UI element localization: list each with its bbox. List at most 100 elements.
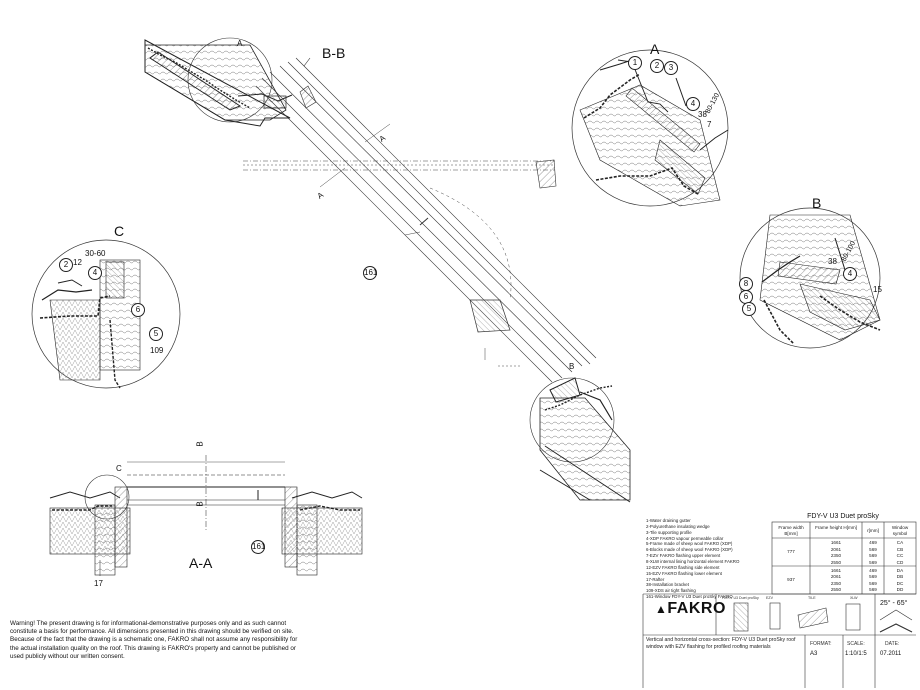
fakro-logo: ▲FAKRO bbox=[655, 600, 726, 617]
row-height: 1661 bbox=[830, 567, 842, 573]
legend-item: 1-Water draining gutter bbox=[646, 518, 691, 523]
cut-marker-b-upper: B bbox=[195, 441, 205, 447]
product-title: FDY-V U3 Duet proSky bbox=[807, 513, 879, 520]
format-label: FORMAT: bbox=[810, 641, 832, 647]
detail-a-label-38: 38 bbox=[698, 110, 707, 119]
section-bb-window-body bbox=[255, 57, 597, 383]
row-symbol: DA bbox=[896, 567, 904, 573]
legend-item: 7-EZV FAKRO flashing upper element bbox=[646, 553, 721, 559]
row-r: 469 bbox=[869, 567, 877, 573]
legend-item: 109-XDS air tight flashing bbox=[646, 588, 696, 594]
row-height: 1661 bbox=[830, 540, 842, 545]
detail-c-dimension: 30-60 bbox=[85, 249, 106, 258]
detail-a-label-7: 7 bbox=[707, 120, 712, 129]
row-height: 2061 bbox=[830, 574, 842, 579]
header-window-symbol: Window symbol bbox=[891, 525, 909, 536]
row-height: 2550 bbox=[830, 559, 842, 565]
group-width-777: 777 bbox=[787, 549, 795, 554]
detail-b-title: B bbox=[812, 195, 822, 211]
detail-c-balloon-5: 5 bbox=[149, 327, 163, 341]
tag-tile: TILE bbox=[808, 596, 816, 600]
detail-c-balloon-6: 6 bbox=[131, 303, 145, 317]
row-r: 469 bbox=[869, 540, 877, 545]
legend-item: 3-Tile supporting profile bbox=[646, 529, 692, 535]
row-symbol: DD bbox=[896, 587, 904, 592]
section-bb-reference-lines bbox=[243, 123, 555, 367]
detail-b-label-38: 38 bbox=[828, 257, 837, 266]
detail-c-title: C bbox=[114, 223, 125, 239]
row-symbol: DC bbox=[896, 580, 904, 586]
detail-a bbox=[571, 49, 729, 207]
section-bb-upper-roof bbox=[144, 37, 293, 127]
row-r: 569 bbox=[869, 580, 877, 586]
format-value: A3 bbox=[810, 651, 818, 657]
row-symbol: CC bbox=[896, 553, 904, 558]
detail-c-balloon-2: 2 bbox=[59, 258, 73, 272]
detail-a-balloon-3: 3 bbox=[664, 61, 678, 75]
row-symbol: CA bbox=[896, 540, 904, 545]
legend-item: 12-EZV FAKRO flashing side element bbox=[646, 564, 720, 570]
detail-a-balloon-4: 4 bbox=[686, 97, 700, 111]
detail-a-balloon-2: 2 bbox=[650, 59, 664, 73]
section-aa-title: A-A bbox=[189, 555, 213, 571]
detail-a-balloon-1: 1 bbox=[628, 56, 642, 70]
section-bb-lower-roof bbox=[529, 377, 631, 503]
legend-item: 2-Polyurethane insulating wedge bbox=[646, 523, 710, 529]
disclaimer-warning: Warning! The present drawing is for info… bbox=[10, 620, 298, 660]
detail-b-balloon-4: 4 bbox=[843, 267, 857, 281]
section-bb-side-fitting bbox=[535, 159, 557, 189]
row-r: 569 bbox=[869, 574, 877, 579]
legend-item: 8-XLW internal lining horizontal element… bbox=[646, 559, 740, 565]
detail-c-label-109: 109 bbox=[150, 346, 164, 355]
row-height: 2350 bbox=[830, 580, 842, 586]
tag-xlw: XLW bbox=[850, 596, 858, 600]
legend-item: 15-EZV FAKRO flashing lower element bbox=[646, 570, 722, 576]
legend-item: 161-Window FDY-V U3 Duet proSky FAKRO bbox=[646, 594, 733, 600]
row-symbol: CD bbox=[896, 559, 904, 565]
detail-c-label-12: 12 bbox=[73, 258, 82, 267]
tag-product: FDY-V U3 Duet proSky bbox=[722, 596, 759, 600]
row-symbol: DB bbox=[896, 574, 904, 579]
legend-item: 4-XDP FAKRO vapour permeable collar bbox=[646, 535, 724, 541]
row-symbol: CB bbox=[896, 546, 904, 552]
date-value: 07.2011 bbox=[880, 651, 902, 657]
row-r: 569 bbox=[869, 553, 877, 558]
legend-item: 6-Blocks made of sheep wool FAKRO (XDP) bbox=[646, 547, 733, 553]
detail-b-marker: B bbox=[569, 362, 575, 371]
group-width-937: 937 bbox=[787, 577, 795, 582]
pitch-range: 25° - 65° bbox=[880, 600, 908, 607]
legend-item: 38-Installation bracket bbox=[646, 582, 689, 588]
header-frame-height: Frame height H[mm] bbox=[815, 525, 857, 530]
title-block-pictograms bbox=[733, 602, 913, 633]
section-bb-title: B-B bbox=[322, 45, 346, 61]
drawing-description: Vertical and horizontal cross-section: F… bbox=[646, 637, 796, 650]
legend-item: 5-Frame made of sheep wool FAKRO (XDP) bbox=[646, 541, 733, 547]
detail-a-title: A bbox=[650, 41, 660, 57]
row-r: 569 bbox=[869, 587, 877, 592]
balloon-161-aa: 161 bbox=[251, 540, 265, 554]
legend-item: 17-Rafter bbox=[646, 576, 665, 582]
header-r: r[mm] bbox=[867, 528, 879, 533]
section-aa bbox=[49, 455, 363, 576]
detail-c-balloon-4: 4 bbox=[88, 266, 102, 280]
row-height: 2061 bbox=[830, 546, 842, 552]
detail-c-marker: C bbox=[116, 464, 122, 473]
detail-b bbox=[739, 207, 881, 349]
date-label: DATE: bbox=[885, 641, 900, 647]
detail-c bbox=[31, 239, 181, 389]
detail-b-balloon-5: 5 bbox=[742, 302, 756, 316]
scale-value: 1:10/1:5 bbox=[845, 651, 867, 657]
detail-b-balloon-8: 8 bbox=[739, 277, 753, 291]
detail-a-marker: A bbox=[237, 39, 243, 48]
parts-legend: 1-Water draining gutter 2-Polyurethane i… bbox=[646, 518, 771, 600]
row-r: 569 bbox=[869, 546, 877, 552]
label-17-rafter: 17 bbox=[94, 579, 103, 588]
title-block-frame bbox=[642, 521, 917, 688]
row-height: 2550 bbox=[830, 587, 842, 592]
header-frame-width: Frame width B[mm] bbox=[778, 525, 804, 536]
tag-ezv: EZV bbox=[766, 596, 773, 600]
cut-marker-b-lower: B bbox=[195, 501, 205, 507]
row-height: 2350 bbox=[830, 553, 842, 558]
balloon-161-bb: 161 bbox=[363, 266, 377, 280]
